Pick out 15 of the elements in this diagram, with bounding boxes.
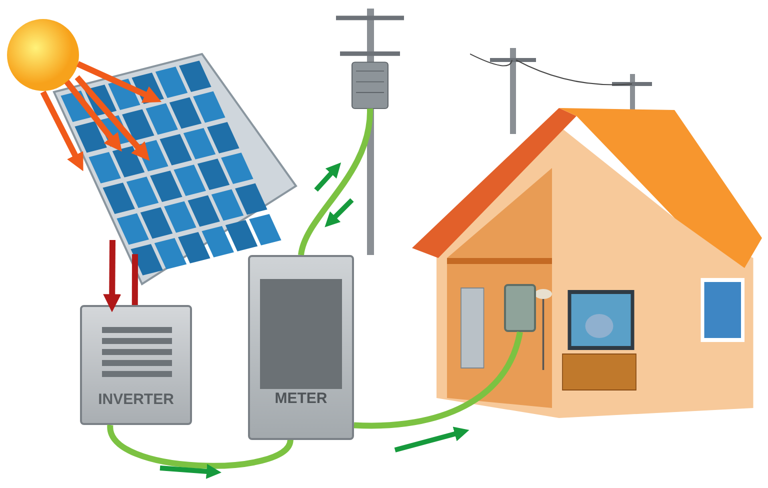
arrow bbox=[74, 75, 150, 161]
sun-drawing bbox=[6, 18, 80, 92]
arrow bbox=[64, 80, 122, 152]
device-label: METER bbox=[274, 388, 328, 408]
cable-line bbox=[298, 108, 373, 256]
breaker-box bbox=[504, 284, 536, 332]
device-label: INVERTER bbox=[98, 390, 174, 410]
meter-box bbox=[248, 255, 354, 440]
arrow bbox=[76, 61, 162, 103]
arrow bbox=[40, 90, 84, 172]
inverter-box bbox=[80, 305, 192, 425]
cable-line bbox=[107, 424, 294, 469]
solar-panel-drawing bbox=[50, 52, 300, 287]
arrow bbox=[103, 240, 122, 312]
cable-line bbox=[354, 331, 523, 429]
